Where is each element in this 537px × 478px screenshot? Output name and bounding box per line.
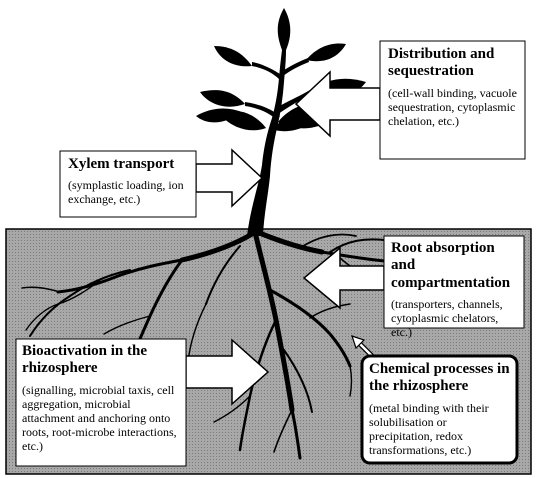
arrow-xylem bbox=[196, 150, 262, 206]
label-bioactivation-body: (signalling, microbial taxis, cell aggre… bbox=[22, 383, 182, 454]
label-bioactivation: Bioactivation in the rhizosphere (signal… bbox=[22, 343, 182, 453]
label-root-absorption: Root absorption and compartmentation (tr… bbox=[391, 240, 521, 339]
label-root-absorption-body: (transporters, channels, cytoplasmic che… bbox=[391, 297, 521, 339]
label-distribution-body: (cell-wall binding, vacuole sequestratio… bbox=[388, 86, 520, 128]
label-chemical-body: (metal binding with their solubilisation… bbox=[369, 401, 513, 458]
label-chemical-title: Chemical processes in the rhizosphere bbox=[369, 361, 513, 396]
label-xylem: Xylem transport (symplastic loading, ion… bbox=[68, 156, 192, 207]
label-distribution: Distribution and sequestration (cell-wal… bbox=[388, 46, 520, 128]
label-distribution-title: Distribution and sequestration bbox=[388, 46, 520, 81]
label-bioactivation-title: Bioactivation in the rhizosphere bbox=[22, 343, 182, 378]
label-root-absorption-title: Root absorption and compartmentation bbox=[391, 240, 521, 292]
label-xylem-body: (symplastic loading, ion exchange, etc.) bbox=[68, 178, 192, 206]
plant-stem bbox=[245, 50, 311, 236]
label-chemical: Chemical processes in the rhizosphere (m… bbox=[369, 361, 513, 457]
label-xylem-title: Xylem transport bbox=[68, 156, 192, 173]
